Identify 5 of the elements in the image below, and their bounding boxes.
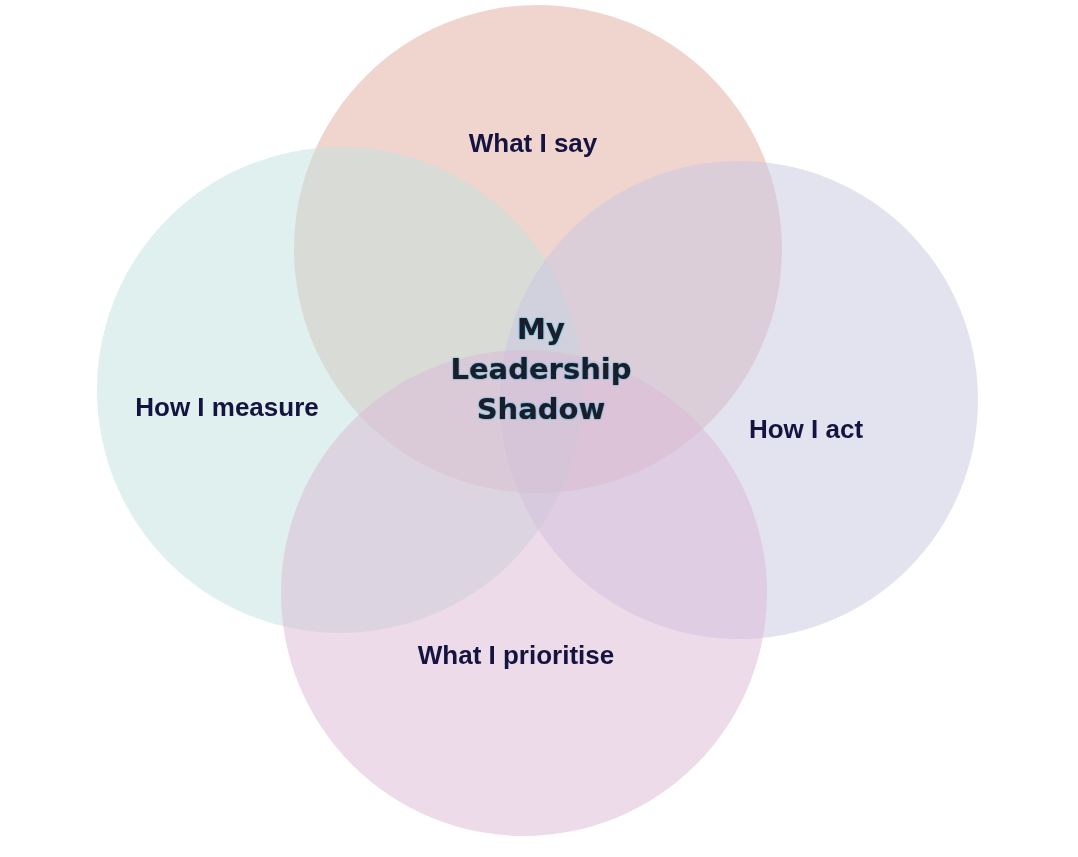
circle-label: How I measure xyxy=(135,392,319,424)
circle-label: What I say xyxy=(468,128,598,160)
circle-label: What I prioritise xyxy=(417,640,615,672)
center-label: My Leadership Shadow xyxy=(449,311,633,428)
circle-label: How I act xyxy=(748,414,864,446)
